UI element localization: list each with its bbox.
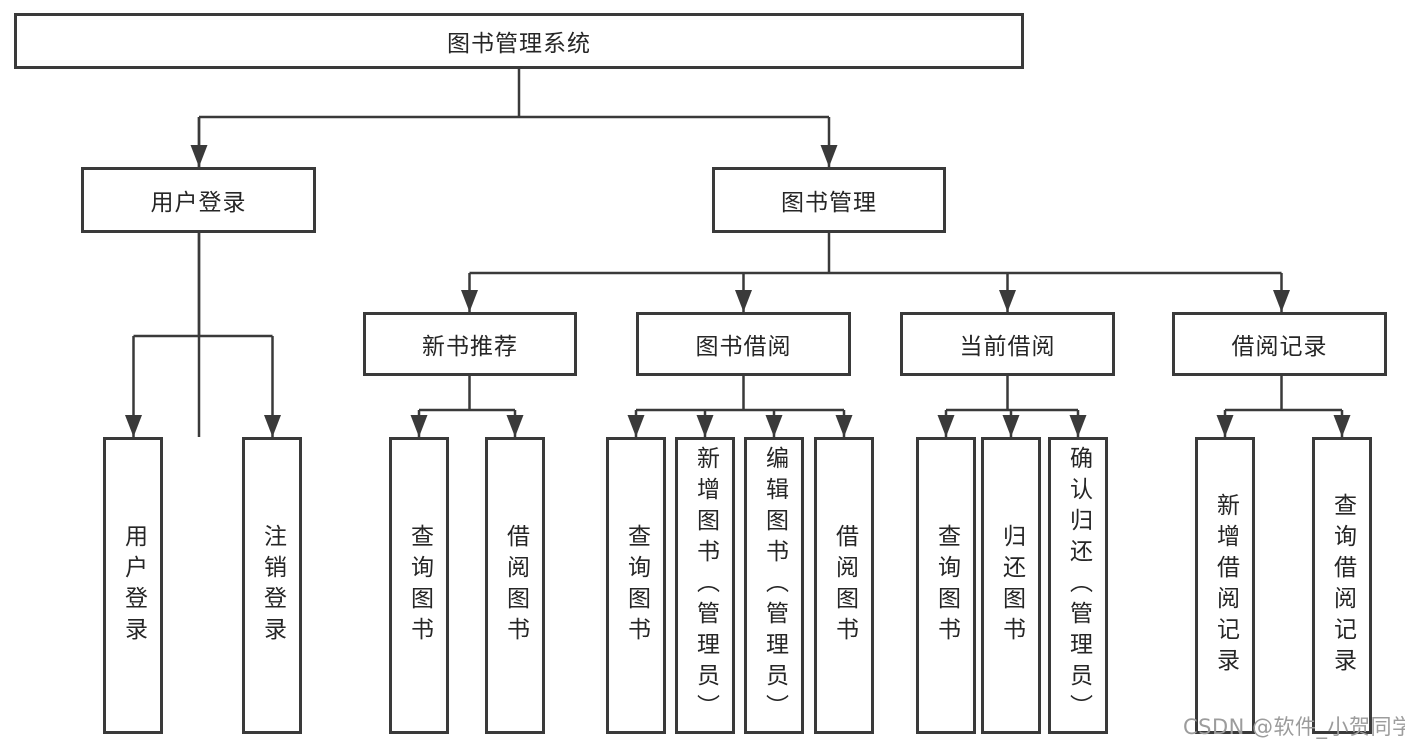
node-leaf-add-borrow-record: 新增借阅记录 [1195,437,1255,734]
node-leaf-query-books-3: 查询图书 [916,437,976,734]
csdn-watermark: CSDN @软件_小贺同学 [1183,715,1405,739]
node-new-book-recommend: 新书推荐 [363,312,577,376]
node-label: 查询图书 [933,523,960,648]
node-leaf-logout: 注销登录 [242,437,302,734]
node-label: 新增图书（管理员） [692,446,719,725]
node-label: 确认归还（管理员） [1065,446,1092,725]
node-book-management-module: 图书管理 [712,167,946,233]
node-label: 注销登录 [259,523,286,648]
node-label: 借阅图书 [502,523,529,648]
node-label: 新书推荐 [422,334,518,360]
node-leaf-return-books: 归还图书 [981,437,1041,734]
node-leaf-confirm-return-admin: 确认归还（管理员） [1048,437,1108,734]
node-leaf-user-login: 用户登录 [103,437,163,734]
node-borrowing-records: 借阅记录 [1172,312,1387,376]
node-leaf-borrow-books-1: 借阅图书 [485,437,545,734]
node-user-login-module: 用户登录 [81,167,316,233]
node-label: 新增借阅记录 [1212,492,1239,679]
node-label: 图书借阅 [695,334,792,360]
node-label: 借阅记录 [1231,334,1328,360]
node-label: 归还图书 [998,523,1025,648]
node-leaf-add-books-admin: 新增图书（管理员） [675,437,735,734]
node-label: 编辑图书（管理员） [761,446,788,725]
node-library-management-system: 图书管理系统 [14,13,1024,69]
node-label: 当前借阅 [959,334,1056,360]
node-label: 借阅图书 [831,523,858,648]
node-leaf-query-borrow-record: 查询借阅记录 [1312,437,1372,734]
node-label: 查询图书 [406,523,433,648]
node-leaf-query-books-2: 查询图书 [606,437,666,734]
node-label: 图书管理系统 [447,31,591,57]
node-label: 查询借阅记录 [1329,492,1356,679]
node-leaf-borrow-books-2: 借阅图书 [814,437,874,734]
arrowheads [125,145,1351,437]
node-leaf-query-books-1: 查询图书 [389,437,449,734]
node-current-borrowing: 当前借阅 [900,312,1115,376]
node-label: 用户登录 [120,523,147,648]
node-label: 用户登录 [150,190,247,216]
node-book-borrowing: 图书借阅 [636,312,851,376]
node-label: 查询图书 [623,523,650,648]
node-leaf-edit-books-admin: 编辑图书（管理员） [744,437,804,734]
node-label: 图书管理 [781,190,877,216]
